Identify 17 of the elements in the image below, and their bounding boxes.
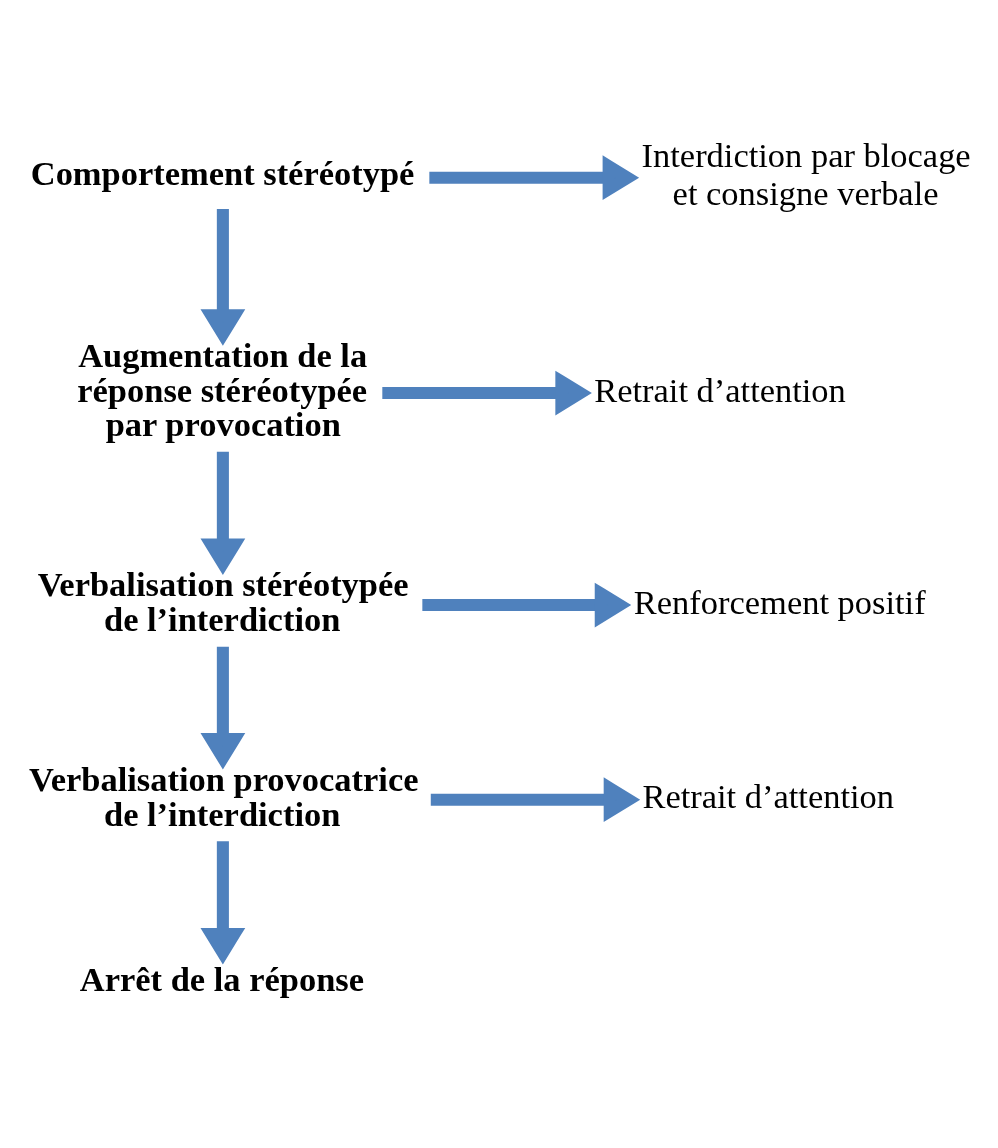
node-text: Verbalisation provocatrice de l’interdiction <box>29 760 419 833</box>
arrow <box>429 155 640 201</box>
node-text: Renforcement positif <box>633 582 926 621</box>
node-text: Interdiction par blocage et consigne verbale <box>641 136 971 213</box>
node-text: Comportement stéréotypé <box>30 153 415 192</box>
arrow <box>200 451 246 576</box>
node-text: Verbalisation stéréotypée de l’interdiction <box>37 565 409 638</box>
node-text: Augmentation de la réponse stéréotypée par provocation <box>77 336 368 444</box>
arrow <box>200 646 246 770</box>
arrow <box>422 582 632 628</box>
arrow <box>200 841 246 965</box>
node-text: Retrait d’attention <box>642 777 895 816</box>
node-text: Retrait d’attention <box>594 370 846 409</box>
arrow <box>382 370 592 416</box>
node-text: Arrêt de la réponse <box>79 959 365 998</box>
arrow <box>430 777 641 823</box>
arrow <box>200 208 246 346</box>
